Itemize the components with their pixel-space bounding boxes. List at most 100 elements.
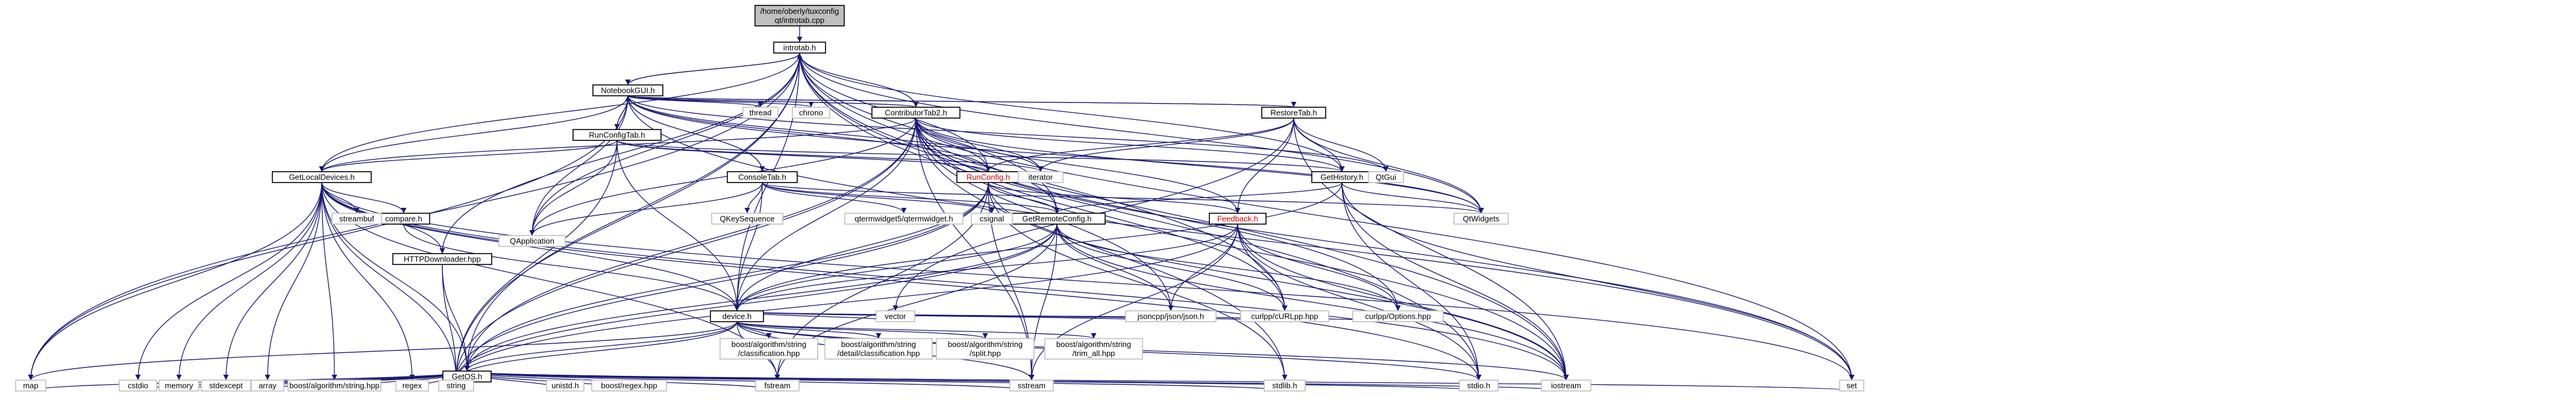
node-string[interactable]: string: [438, 380, 474, 392]
node-label: ContributorTab2.h: [885, 108, 947, 117]
node-label: boost/regex.hpp: [601, 381, 657, 390]
edge-feedback-to-curlopt: [1237, 223, 1401, 311]
node-thread[interactable]: thread: [742, 107, 779, 119]
edge-feedback-to-stdio: [1237, 223, 1482, 381]
node-console[interactable]: ConsoleTab.h: [727, 171, 798, 183]
node-getos[interactable]: GetOS.h: [442, 370, 492, 383]
node-label: iostream: [1551, 381, 1581, 390]
node-label: QtWidgets: [1463, 214, 1500, 223]
node-label: RunConfig.h: [967, 173, 1010, 182]
node-box: [272, 171, 372, 183]
node-gethistory[interactable]: GetHistory.h: [1311, 171, 1373, 183]
edge-gethistory-to-iostream: [1341, 182, 1569, 381]
edge-contributor-to-notebook: [625, 95, 917, 108]
edge-notebook-to-introtab: [627, 52, 803, 86]
node-bregex[interactable]: boost/regex.hpp: [591, 380, 667, 392]
node-label: QApplication: [510, 237, 554, 246]
node-box: [1009, 380, 1054, 392]
node-csignal[interactable]: csignal: [971, 213, 1013, 225]
node-cstdio[interactable]: cstdio: [119, 380, 157, 392]
node-unistd[interactable]: unistd.h: [546, 380, 584, 392]
node-map[interactable]: map: [15, 380, 46, 392]
node-array[interactable]: array: [251, 380, 284, 392]
node-iostream[interactable]: iostream: [1541, 380, 1591, 392]
node-restore[interactable]: RestoreTab.h: [1261, 107, 1326, 119]
node-memory[interactable]: memory: [158, 380, 199, 392]
node-qtwidgets[interactable]: QtWidgets: [1453, 213, 1509, 225]
node-box: [572, 129, 662, 141]
node-box: [711, 213, 783, 225]
edge-httpdl-to-getos: [442, 264, 470, 372]
node-box: [1125, 310, 1217, 322]
node-sstream[interactable]: sstream: [1009, 380, 1054, 392]
edge-restore-to-gethistory: [1293, 117, 1345, 172]
node-curlopt[interactable]: curlpp/Options.hpp: [1352, 310, 1444, 322]
node-box: [331, 213, 382, 225]
node-label: boost/algorithm/string: [1056, 340, 1131, 349]
node-bclass[interactable]: boost/algorithm/string/classification.hp…: [719, 338, 818, 360]
edge-contributor-to-getos: [464, 117, 917, 372]
node-box: [1240, 310, 1329, 322]
node-jsoncpp[interactable]: jsoncpp/json/json.h: [1125, 310, 1217, 322]
node-contributor[interactable]: ContributorTab2.h: [871, 107, 961, 119]
node-label: stdlib.h: [1272, 381, 1297, 390]
node-iterator[interactable]: iterator: [1018, 171, 1064, 183]
node-getremote[interactable]: GetRemoteConfig.h: [1008, 213, 1106, 225]
edge-runconfig-to-device: [734, 182, 989, 311]
node-set[interactable]: set: [1839, 380, 1864, 392]
edge-notebook-to-qapplication: [529, 95, 628, 236]
edge-httpdl-to-string: [442, 264, 459, 381]
edge-device-to-string: [453, 321, 738, 381]
node-box: [1839, 380, 1864, 392]
node-qterm[interactable]: qtermwidget5/qtermwidget.h: [844, 213, 964, 225]
edge-runconfigtab-to-device: [616, 140, 740, 311]
node-vector[interactable]: vector: [876, 310, 915, 322]
node-runconfigtab[interactable]: RunConfigTab.h: [572, 129, 662, 141]
node-stdexcept[interactable]: stdexcept: [201, 380, 251, 392]
node-box: [15, 380, 46, 392]
edge-getremote-to-curlopt: [1056, 223, 1401, 311]
edge-getos-to-stdlib: [466, 370, 1287, 392]
node-stdio[interactable]: stdio.h: [1459, 380, 1499, 392]
node-runconfig[interactable]: RunConfig.h: [956, 171, 1020, 183]
node-label: qt/introtab.cpp: [775, 16, 824, 25]
node-streambuf[interactable]: streambuf: [331, 213, 382, 225]
edge-notebook-to-runconfig: [627, 95, 991, 172]
edge-feedback-to-sstream: [1029, 223, 1238, 381]
node-curlurl[interactable]: curlpp/cURLpp.hpp: [1240, 310, 1329, 322]
node-label: /detail/classification.hpp: [837, 349, 920, 358]
node-box: [546, 380, 584, 392]
node-qkeyseq[interactable]: QKeySequence: [711, 213, 783, 225]
node-stdlib[interactable]: stdlib.h: [1264, 380, 1306, 392]
node-bstring[interactable]: boost/algorithm/string.hpp: [287, 380, 381, 392]
node-feedback[interactable]: Feedback.h: [1209, 213, 1267, 225]
node-bdetail[interactable]: boost/algorithm/string/detail/classifica…: [824, 338, 933, 360]
node-introtab[interactable]: introtab.h: [773, 42, 826, 54]
node-label: thread: [750, 108, 772, 117]
node-regex[interactable]: regex: [395, 380, 429, 392]
edge-runconfigtab-to-string: [453, 140, 618, 381]
node-device[interactable]: device.h: [710, 310, 764, 322]
node-getlocal[interactable]: GetLocalDevices.h: [272, 171, 372, 183]
node-bsplit[interactable]: boost/algorithm/string/split.hpp: [936, 338, 1035, 360]
node-fstream[interactable]: fstream: [755, 380, 800, 392]
node-qapplication[interactable]: QApplication: [498, 235, 566, 247]
edge-feedback-to-curlurl: [1237, 223, 1288, 311]
node-btrim[interactable]: boost/algorithm/string/trim_all.hpp: [1044, 338, 1143, 360]
edge-runconfig-to-getremote: [988, 182, 1060, 214]
node-httpdl[interactable]: HTTPDownloader.hpp: [392, 253, 492, 265]
node-box: [1368, 171, 1404, 183]
edge-console-to-getremote: [762, 182, 1060, 214]
node-box: [824, 338, 933, 360]
edge-notebook-to-qtwidgets: [627, 95, 1484, 214]
node-notebook[interactable]: NotebookGUI.h: [592, 84, 663, 96]
node-compare[interactable]: compare.h: [377, 213, 430, 225]
edge-contributor-to-stdlib: [915, 117, 1288, 381]
node-chrono[interactable]: chrono: [792, 107, 830, 119]
node-box: [1459, 380, 1499, 392]
node-qtgui[interactable]: QtGui: [1368, 171, 1404, 183]
node-box: [251, 380, 284, 392]
node-label: GetLocalDevices.h: [289, 173, 354, 182]
